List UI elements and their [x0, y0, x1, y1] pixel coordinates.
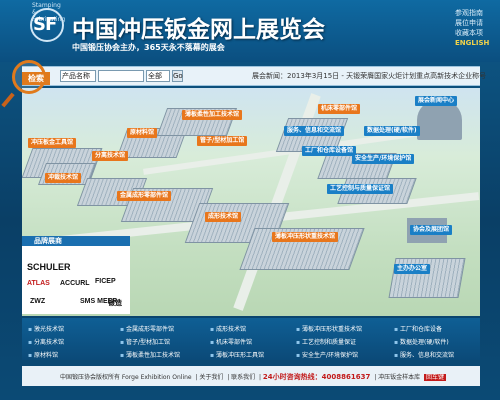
footer-contact-link[interactable]: 联系我们	[231, 374, 256, 381]
link-data-processing[interactable]: 数据处理(硬/软件)	[394, 337, 449, 346]
footer-copyright: 中国锻压协会版权所有 Forge Exhibition Online	[60, 374, 192, 381]
brand-panel	[22, 236, 130, 314]
news-center-building[interactable]	[417, 100, 462, 140]
brand-accurl[interactable]: ACCURL	[60, 280, 90, 287]
header	[0, 0, 500, 62]
label-metal-forming-parts-hall[interactable]: 金属成形零部件馆	[117, 191, 172, 201]
footer-sample-library-link[interactable]: 冲压钣金样本库	[378, 374, 421, 381]
top-links: 参观指南 展位申请 收藏本项 ENGLISH	[455, 8, 497, 48]
footer-hotline: 4008861637	[321, 373, 371, 381]
brand-zwz[interactable]: ZWZ	[30, 298, 46, 305]
label-process-quality-hall[interactable]: 工艺控制与质量保证馆	[327, 184, 394, 194]
link-raw-material[interactable]: 原材料馆	[28, 350, 58, 359]
top-link-booth[interactable]: 展位申请	[455, 19, 483, 27]
brand-atlas[interactable]: ATLAS	[27, 280, 50, 287]
label-news-center[interactable]: 展会新闻中心	[415, 96, 458, 106]
link-machine-parts[interactable]: 机床零部件馆	[210, 337, 252, 346]
link-service-info[interactable]: 服务、信息和交流馆	[394, 350, 454, 359]
search-label: 检索	[22, 72, 50, 85]
brand-schuler[interactable]: SCHULER	[27, 262, 71, 272]
news-label: 展会新闻：	[252, 72, 287, 80]
label-service-info-hall[interactable]: 服务、信息和交流馆	[284, 126, 345, 136]
link-tube-profile[interactable]: 管子/型材加工馆	[120, 337, 170, 346]
site-logo[interactable]: Stamping & Fabricating SF	[30, 2, 65, 48]
magnifier-handle	[1, 92, 15, 108]
label-machine-parts-hall[interactable]: 机床零部件馆	[318, 104, 361, 114]
link-forming-hall[interactable]: 成形技术馆	[210, 324, 246, 333]
footer-text: 中国锻压协会版权所有 Forge Exhibition Online | 关于我…	[60, 373, 446, 381]
footer-about-link[interactable]: 关于我们	[199, 374, 224, 381]
label-blanking-hall[interactable]: 冲裁技术馆	[45, 173, 82, 183]
top-link-bookmark[interactable]: 收藏本项	[455, 29, 483, 37]
search-button[interactable]: Go	[172, 70, 183, 82]
footer-badge: 回车键	[423, 374, 446, 381]
label-association-hall[interactable]: 协会及展团馆	[410, 225, 453, 235]
search-type-select[interactable]: 产品名称	[60, 70, 96, 82]
link-separation-hall[interactable]: 分离技术馆	[28, 337, 64, 346]
logo-ring	[30, 8, 64, 42]
site-title: 中国冲压钣金网上展览会	[72, 17, 325, 43]
label-raw-material-hall[interactable]: 原材料馆	[127, 128, 158, 138]
search-input[interactable]	[98, 70, 144, 82]
brand-panel-title: 品牌展商	[22, 236, 130, 246]
top-link-english[interactable]: ENGLISH	[455, 39, 490, 47]
label-forming-hall[interactable]: 成形技术馆	[205, 212, 242, 222]
label-sheet-stamping-hall[interactable]: 薄板冲压形状重技术馆	[272, 232, 339, 242]
brand-forging[interactable]: 锻造	[108, 300, 122, 307]
label-organizer-office[interactable]: 主办办公室	[394, 264, 431, 274]
news-ticker[interactable]: 展会新闻：2013年3月15日 - 天锻荣膺国家火炬计划重点高新技术企业称号	[252, 71, 486, 81]
link-stamping-tools[interactable]: 薄板冲压形工具馆	[210, 350, 264, 359]
link-process-quality[interactable]: 工艺控制和质量保证	[296, 337, 356, 346]
logo-arc-text: Stamping & Fabricating	[32, 2, 66, 23]
link-sheet-flexible[interactable]: 薄板柔性加工技术馆	[120, 350, 180, 359]
label-separation-hall[interactable]: 分离技术馆	[92, 151, 129, 161]
link-laser-hall[interactable]: 激光技术馆	[28, 324, 64, 333]
label-safety-environment-hall[interactable]: 安全生产/环境保护馆	[352, 154, 415, 164]
link-sheet-stamping[interactable]: 薄板冲压形状重技术馆	[296, 324, 362, 333]
link-metal-forming-parts[interactable]: 金属成形零部件馆	[120, 324, 174, 333]
label-stamping-tools-hall[interactable]: 冲压板金工具馆	[28, 138, 77, 148]
label-tube-profile-hall[interactable]: 管子/型材加工馆	[197, 136, 248, 146]
link-plant-warehouse[interactable]: 工厂和仓库设备	[394, 324, 442, 333]
label-plant-warehouse-hall[interactable]: 工厂和仓库设备馆	[302, 146, 357, 156]
brand-sms-meer[interactable]: SMS MEER	[80, 298, 118, 305]
footer	[22, 366, 480, 386]
footer-hotline-label: 24小时咨询热线：	[262, 373, 322, 381]
logo-text: SF	[33, 14, 57, 35]
news-text[interactable]: 2013年3月15日 - 天锻荣膺国家火炬计划重点高新技术企业称号	[287, 72, 487, 80]
top-link-guide[interactable]: 参观指南	[455, 9, 483, 17]
label-sheet-flexible-hall[interactable]: 薄板柔性加工技术馆	[182, 110, 243, 120]
link-safety-environment[interactable]: 安全生产/环境保护馆	[296, 350, 358, 359]
search-scope-select[interactable]: 全部	[146, 70, 170, 82]
label-data-processing-hall[interactable]: 数据处理(硬/软件)	[364, 126, 420, 136]
site-subtitle: 中国锻压协会主办，365天永不落幕的展会	[72, 43, 225, 52]
brand-ficep[interactable]: FICEP	[95, 278, 116, 285]
